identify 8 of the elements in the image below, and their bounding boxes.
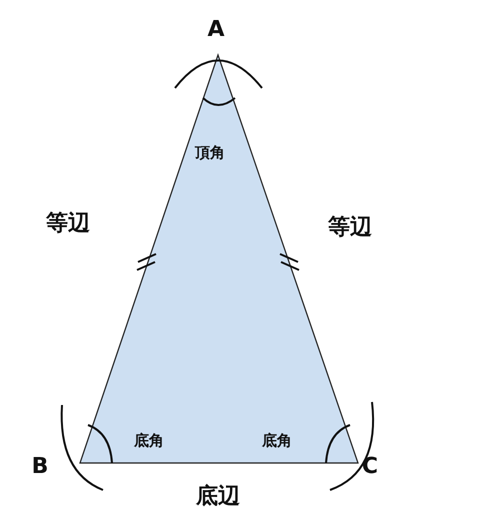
side-label: 等辺	[328, 217, 372, 239]
side-label: 底辺	[196, 486, 240, 508]
side-label: 等辺	[46, 213, 90, 235]
angle-label: 底角	[262, 434, 292, 448]
angle-label: 底角	[134, 434, 164, 448]
angle-label: 頂角	[195, 146, 225, 160]
vertex-label: A	[207, 19, 225, 41]
vertex-label: B	[32, 456, 48, 478]
